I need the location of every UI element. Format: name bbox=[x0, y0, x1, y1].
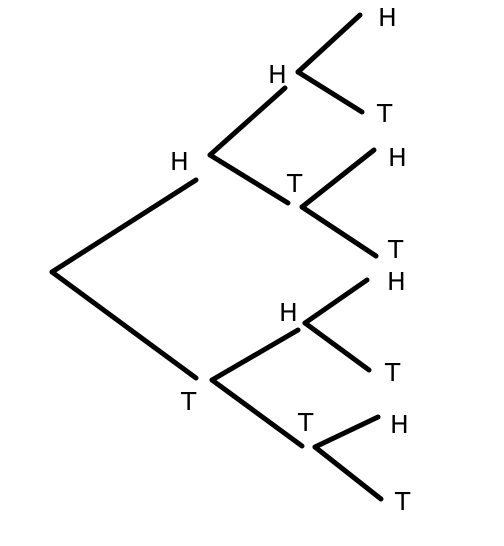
node-label-tht: T bbox=[384, 358, 401, 387]
node-label-hhh: H bbox=[378, 3, 397, 32]
node-label-hth: H bbox=[388, 143, 407, 172]
branch-h-to-ht bbox=[207, 152, 291, 206]
branch-th-to-thh bbox=[302, 277, 370, 326]
node-label-tth: H bbox=[390, 410, 409, 439]
branch-tt-to-tth bbox=[312, 414, 381, 450]
branch-tt-to-ttt bbox=[312, 444, 384, 502]
node-label-ttt: T bbox=[394, 487, 411, 516]
branch-t-to-tt bbox=[209, 377, 305, 449]
node-label-hht: T bbox=[376, 99, 393, 128]
node-label-h: H bbox=[170, 147, 189, 176]
branch-t-to-th bbox=[209, 327, 301, 383]
branch-h-to-hh bbox=[207, 85, 288, 158]
branch-hh-to-hhh bbox=[295, 12, 363, 75]
node-label-hh: H bbox=[268, 60, 287, 89]
branch-th-to-tht bbox=[302, 320, 372, 373]
node-label-htt: T bbox=[387, 235, 404, 264]
node-label-th: H bbox=[279, 298, 298, 327]
node-label-ht: T bbox=[286, 169, 303, 198]
node-label-t: T bbox=[180, 387, 197, 416]
node-label-tt: T bbox=[297, 408, 314, 437]
branch-ht-to-hth bbox=[299, 147, 377, 210]
branch-hh-to-hht bbox=[295, 69, 365, 115]
node-label-thh: H bbox=[387, 267, 406, 296]
branch-ht-to-htt bbox=[299, 204, 379, 259]
branch-root-to-t bbox=[49, 269, 199, 381]
branch-root-to-h bbox=[49, 177, 199, 275]
